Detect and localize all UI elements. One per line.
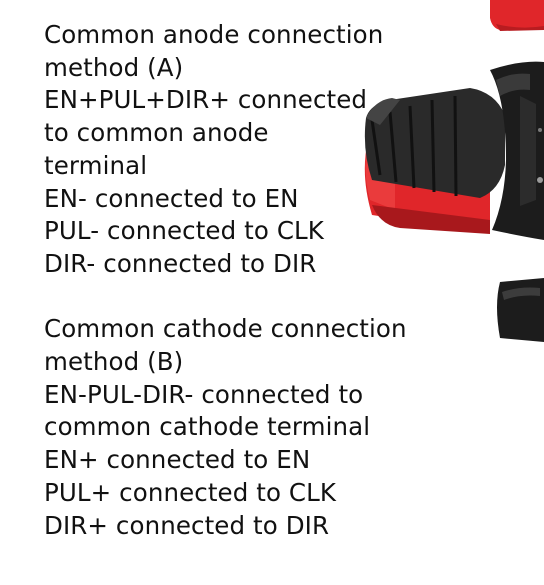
anode-line-dir: DIR- connected to DIR <box>44 248 317 278</box>
anode-title: Common anode connection <box>44 20 384 49</box>
anode-line-terminal: terminal <box>44 150 148 180</box>
anode-title-method: method (A) <box>44 52 184 82</box>
cathode-title-method: method (B) <box>44 347 184 377</box>
red-knob-top-icon <box>490 0 544 31</box>
black-knob-bottom-icon <box>497 278 544 342</box>
section-common-cathode: Common cathode connection method (B) EN-… <box>44 313 407 542</box>
cathode-line-common: EN-PUL-DIR- connected to <box>44 379 364 409</box>
anode-line-common-cont: to common anode <box>44 118 269 148</box>
section-spacer <box>44 281 407 314</box>
cathode-line-pul: PUL+ connected to CLK <box>44 477 337 507</box>
cathode-line-terminal: common cathode terminal <box>44 412 371 442</box>
anode-line-en: EN- connected to EN <box>44 183 299 213</box>
anode-line-common: EN+PUL+DIR+ connected <box>44 85 368 115</box>
cathode-line-en: EN+ connected to EN <box>44 445 311 475</box>
cathode-line-dir: DIR+ connected to DIR <box>44 510 330 540</box>
cathode-title: Common cathode connection <box>44 314 407 344</box>
section-common-anode: Common anode connection method (A) EN+PU… <box>44 19 407 281</box>
connection-instructions: Common anode connection method (A) EN+PU… <box>44 19 407 542</box>
anode-line-pul: PUL- connected to CLK <box>44 216 324 246</box>
